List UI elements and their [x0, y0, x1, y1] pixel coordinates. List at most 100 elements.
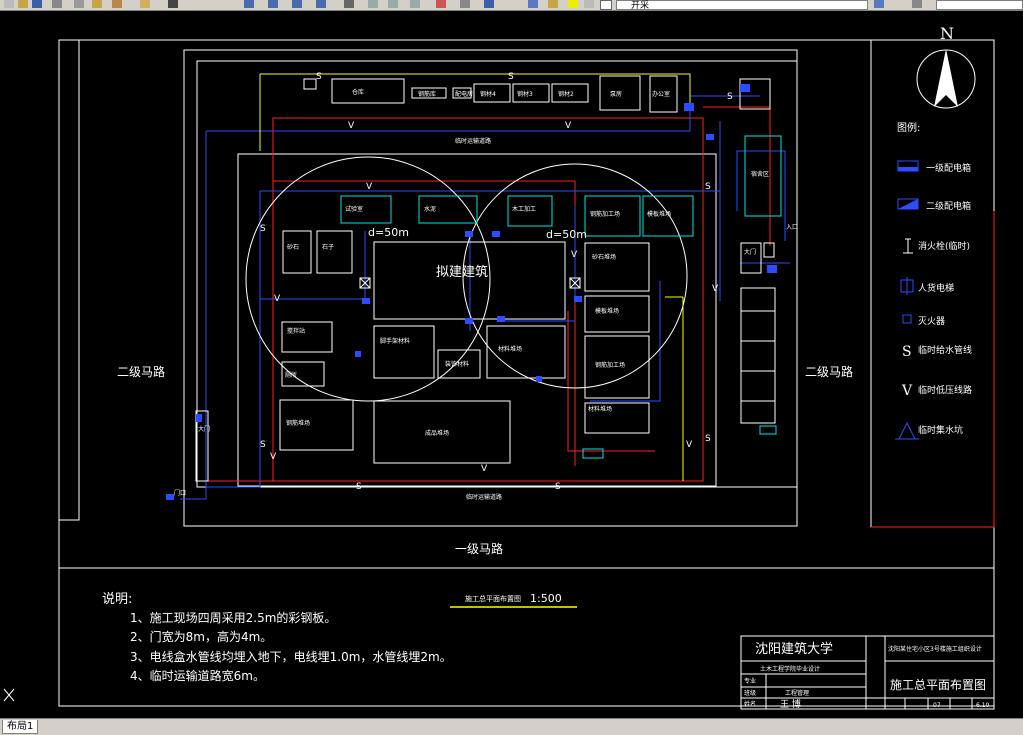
calculator-icon[interactable] — [460, 0, 470, 8]
markup-icon[interactable] — [436, 0, 446, 8]
shed-mid-4 — [373, 400, 511, 464]
svg-text:S: S — [356, 482, 362, 492]
svg-text:S: S — [555, 482, 561, 492]
shed-3 — [473, 83, 511, 103]
svg-text:V: V — [712, 284, 719, 294]
label-store: 水泥 — [424, 205, 436, 213]
print-icon[interactable] — [52, 0, 62, 8]
svg-text:V: V — [481, 464, 488, 474]
sheet-set-icon[interactable] — [410, 0, 420, 8]
drawing-canvas[interactable]: 仓库 钢筋库 配电房 钢材4 钢材3 钢材2 泵房 办公室 临时运输道路 临时运… — [0, 11, 1023, 718]
cyan-formwork — [642, 195, 694, 237]
layer-freeze-icon[interactable] — [584, 0, 594, 8]
undo-icon[interactable] — [140, 0, 150, 8]
zoom-realtime-icon[interactable] — [244, 0, 254, 8]
pan-icon[interactable] — [168, 0, 178, 8]
legend-icon-s: S — [902, 344, 912, 360]
shed-left-5 — [279, 399, 354, 451]
label-sand: 砂石 — [287, 243, 299, 251]
title-block-project: 沈阳某住宅小区3号楼施工组织设计 — [888, 645, 982, 653]
title-block-drawing: 施工总平面布置图 — [890, 678, 986, 692]
svg-text:V: V — [565, 121, 572, 131]
label-crane: 脚手架材料 — [380, 337, 410, 345]
save-icon[interactable] — [32, 0, 42, 8]
north-arrow-needle — [934, 49, 958, 107]
label-road-east: 二级马路 — [805, 364, 853, 379]
cyan-lab — [340, 195, 392, 224]
label-right-4: 材料堆场 — [588, 405, 612, 413]
layout-tab-bar: 布局1 — [0, 718, 1023, 735]
layer-state-icon[interactable] — [548, 0, 558, 8]
title-block-dept: 土木工程学院毕业设计 — [760, 665, 820, 673]
shed-right-3 — [584, 335, 650, 399]
label-entrance: 入口 — [786, 224, 798, 231]
label-yard-mid: 成品堆场 — [425, 429, 449, 437]
new-icon[interactable] — [4, 0, 14, 8]
construction-zone — [237, 153, 717, 487]
cyan-canteen — [507, 195, 553, 227]
color-dropdown[interactable] — [936, 0, 1023, 10]
label-temp-road-top: 临时运输道路 — [455, 137, 491, 145]
shed-right-1 — [584, 242, 650, 292]
label-yard-left: 钢筋堆场 — [286, 419, 310, 427]
layer-on-icon[interactable] — [568, 0, 578, 8]
notes-line-1: 1、施工现场四周采用2.5m的彩钢板。 — [130, 610, 336, 625]
layer-previous-icon[interactable] — [874, 0, 884, 8]
zoom-window-icon[interactable] — [268, 0, 278, 8]
shed-small-top — [303, 78, 317, 90]
layer-manager-icon[interactable] — [528, 0, 538, 8]
shed-left-3 — [281, 321, 333, 353]
svg-text:S: S — [727, 92, 733, 102]
label-toilet: 厕所 — [285, 371, 297, 379]
site-boundary-inner — [196, 60, 798, 488]
legend-label-5: 灭火器 — [918, 316, 945, 327]
shed-guard — [599, 75, 641, 111]
svg-text:V: V — [571, 250, 578, 260]
label-shed3: 钢材4 — [480, 90, 496, 98]
zoom-extents-icon[interactable] — [316, 0, 326, 8]
label-lab: 试验室 — [345, 205, 363, 213]
tab-layout1[interactable]: 布局1 — [2, 720, 39, 734]
cyan-right-bottom — [759, 425, 777, 435]
label-scaffold: 材料堆场 — [498, 345, 522, 353]
svg-text:V: V — [270, 452, 277, 462]
copy-icon[interactable] — [92, 0, 102, 8]
layer-color-icon[interactable] — [600, 0, 612, 10]
line-markers: S S S S S S S S S V V V V V V V V V — [260, 72, 733, 492]
legend-icon-drain — [895, 421, 919, 440]
cut-icon[interactable] — [74, 0, 84, 8]
legend-label-4: 人货电梯 — [918, 282, 954, 294]
label-guard: 泵房 — [610, 90, 622, 98]
layer-match-icon[interactable] — [912, 0, 922, 8]
title-block-page: 07 — [933, 702, 941, 709]
properties-icon[interactable] — [344, 0, 354, 8]
toolbar: 开采 — [0, 0, 1023, 11]
shed-east-dorm — [740, 287, 776, 424]
help-icon[interactable] — [484, 0, 494, 8]
layer-dropdown[interactable]: 开采 — [616, 0, 868, 10]
legend-icon-hydrant — [903, 238, 913, 254]
svg-text:S: S — [316, 72, 322, 82]
paste-icon[interactable] — [112, 0, 122, 8]
label-shed4: 钢材3 — [517, 90, 533, 98]
label-gate-right: 大门 — [744, 248, 756, 256]
shed-5 — [551, 83, 589, 103]
open-icon[interactable] — [18, 0, 28, 8]
design-center-icon[interactable] — [368, 0, 378, 8]
yellow-road-line — [259, 73, 691, 481]
crane-radius-left — [245, 156, 491, 402]
svg-text:S: S — [260, 440, 266, 450]
svg-text:S: S — [705, 434, 711, 444]
title-block-date: 6.10 — [976, 702, 990, 709]
label-main-building: 拟建建筑 — [436, 264, 488, 280]
label-shed5: 钢材2 — [558, 90, 574, 98]
legend-icon-v: V — [901, 383, 913, 399]
title-block-major: 工程管理 — [785, 689, 809, 697]
zoom-previous-icon[interactable] — [292, 0, 302, 8]
notes-line-4: 4、临时运输道路宽6m。 — [130, 668, 265, 683]
shed-mid-3 — [486, 325, 566, 379]
svg-text:V: V — [348, 121, 355, 131]
drawing-title-name: 施工总平面布置图 — [465, 594, 521, 603]
tool-palette-icon[interactable] — [388, 0, 398, 8]
label-shed1: 钢筋库 — [418, 90, 436, 98]
